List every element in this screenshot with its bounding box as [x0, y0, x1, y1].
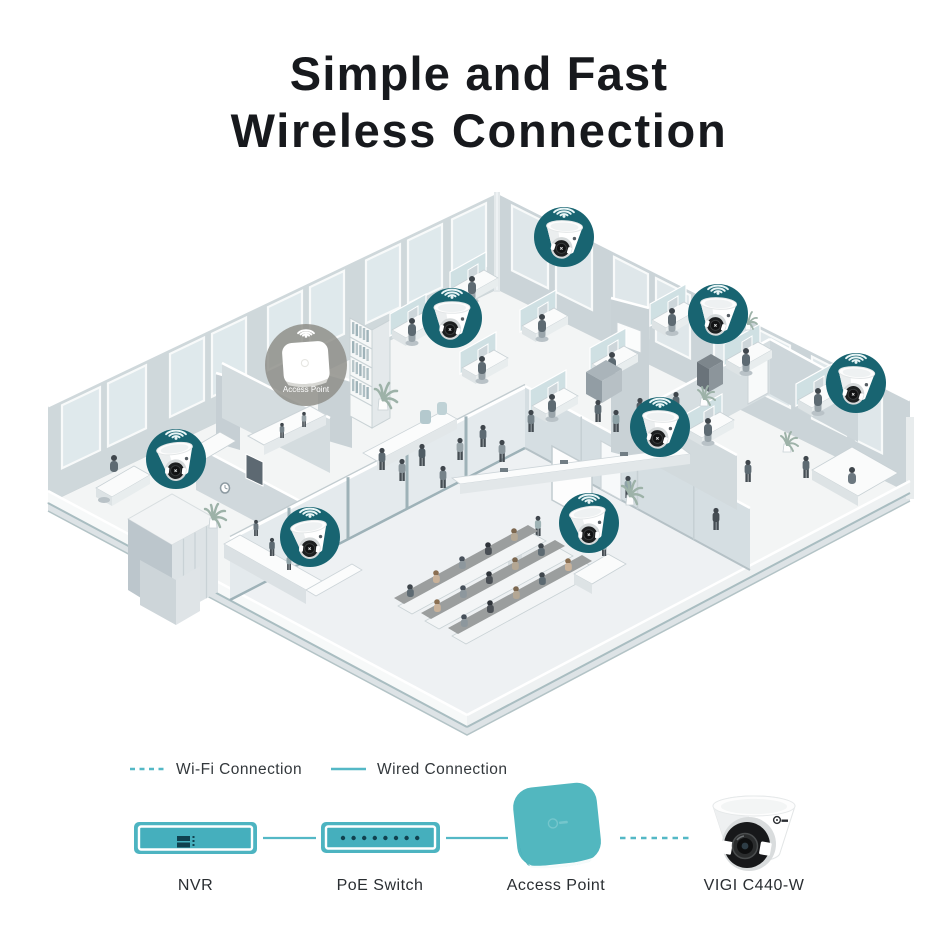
svg-text:NVR: NVR: [178, 877, 213, 894]
svg-text:VIGI C440-W: VIGI C440-W: [704, 877, 805, 894]
svg-text:Access Point: Access Point: [283, 385, 330, 394]
svg-text:Wireless Connection: Wireless Connection: [231, 104, 728, 157]
svg-text:Wi-Fi Connection: Wi-Fi Connection: [176, 761, 302, 778]
svg-text:Simple and Fast: Simple and Fast: [290, 47, 668, 100]
svg-text:Wired Connection: Wired Connection: [377, 761, 507, 778]
svg-text:PoE Switch: PoE Switch: [337, 877, 424, 894]
svg-text:Access Point: Access Point: [507, 877, 606, 894]
